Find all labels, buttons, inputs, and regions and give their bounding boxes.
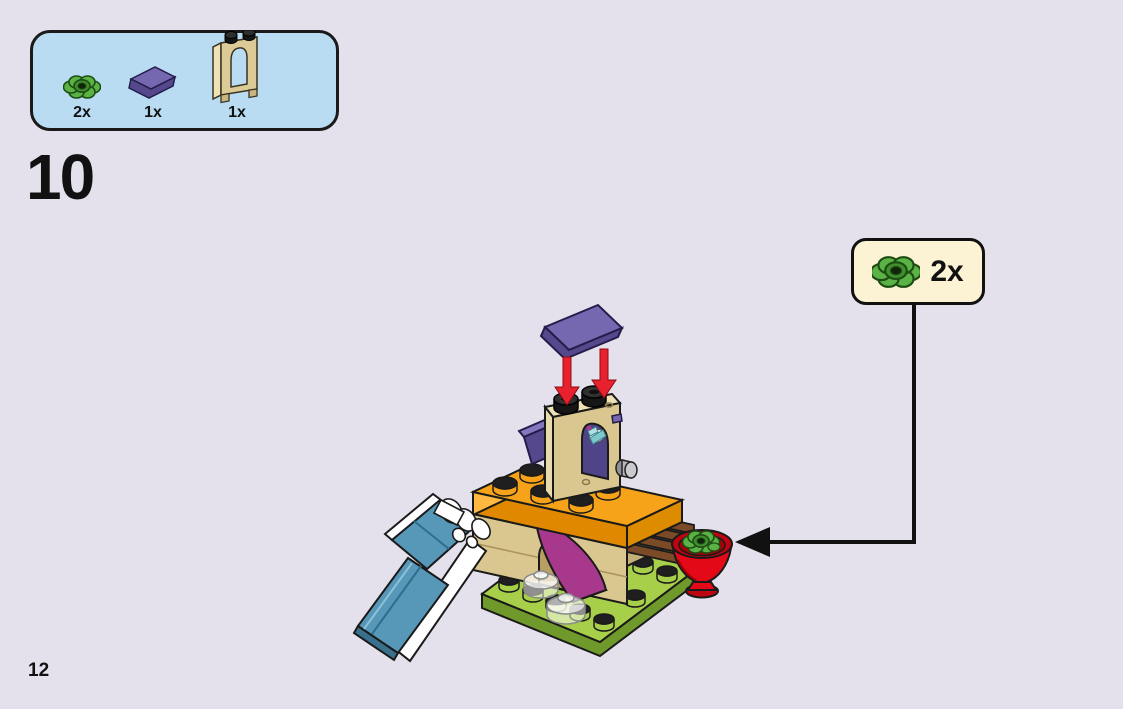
step-number: 10 xyxy=(26,141,95,213)
parts-callout-box: 2x 1x 1x xyxy=(30,30,339,131)
part-count: 1x xyxy=(228,104,246,122)
tan-window-tower xyxy=(543,385,638,504)
part-item: 1x xyxy=(205,31,269,122)
purple-nub xyxy=(611,413,623,424)
arrow-down-left xyxy=(554,356,580,406)
part-item: 1x xyxy=(125,59,181,122)
white-hinge-connectors xyxy=(432,498,491,549)
flower-plate-green-icon xyxy=(872,255,921,288)
translucent-round-plates xyxy=(523,570,586,625)
window-frame-wall-tan-icon xyxy=(212,31,258,104)
quantity-callout-box: 2x xyxy=(851,238,985,305)
placement-arrows xyxy=(554,348,617,406)
page-number: 12 xyxy=(28,660,50,681)
bird-figure xyxy=(586,425,607,445)
grey-roller xyxy=(615,459,638,479)
callout-connector xyxy=(735,303,916,557)
callout-arrowhead xyxy=(735,527,770,557)
arrow-down-right xyxy=(591,348,617,399)
part-item: 2x xyxy=(63,69,101,122)
part-count: 1x xyxy=(144,104,162,122)
green-flower xyxy=(681,530,721,554)
flower-plate-green-icon xyxy=(63,75,101,100)
slope-brick-purple-icon xyxy=(128,66,177,100)
part-count: 2x xyxy=(73,104,91,122)
purple-slope-floating xyxy=(539,303,624,361)
callout-count: 2x xyxy=(930,254,964,288)
red-flower-pot xyxy=(671,529,733,599)
